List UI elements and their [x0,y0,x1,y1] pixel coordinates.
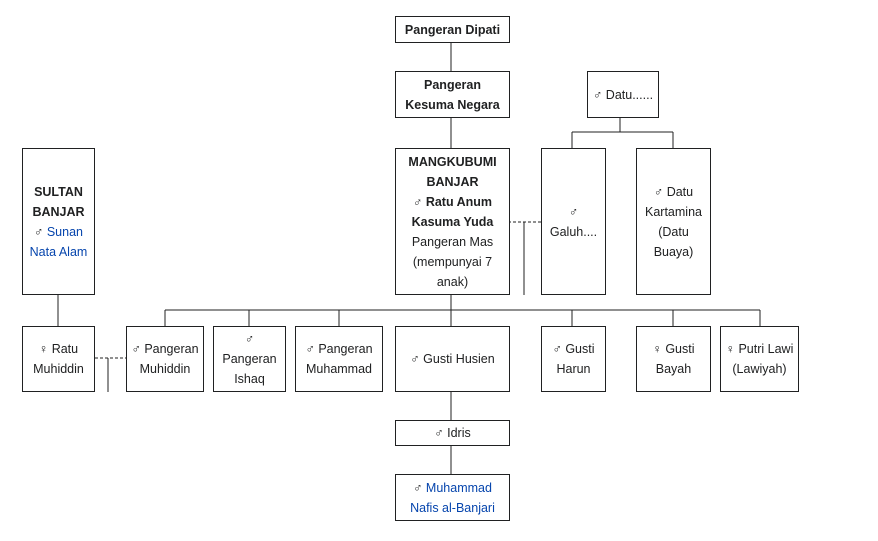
node-idris: ♂ Idris [395,420,510,446]
node-pangeran-ishaq: ♂ Pangeran Ishaq [213,326,286,392]
male-symbol-icon: ♂ [592,87,603,102]
node-ratu-muhiddin: ♀ Ratu Muhiddin [22,326,95,392]
node-label: ♂ Gusti Husien [410,352,495,366]
nafis-al-banjari-link[interactable]: Nafis al-Banjari [410,500,495,515]
node-label-line: ♀ Gusti [652,342,695,356]
node-label-line: Kesuma Negara [405,97,500,112]
node-label-line: Muhammad [306,362,372,376]
node-label-line: ♂ Pangeran [131,342,199,356]
node-label: Pangeran Dipati [404,22,501,37]
sunan-link[interactable]: Sunan [46,224,83,239]
male-symbol-icon: ♂ [568,204,579,219]
node-gusti-bayah: ♀ Gusti Bayah [636,326,711,392]
node-galuh: ♂ Galuh.... [541,148,606,295]
node-pangeran-muhammad: ♂ Pangeran Muhammad [295,326,383,392]
node-title: BANJAR [426,174,479,189]
node-label-line: (Lawiyah) [732,362,787,376]
node-gusti-husien: ♂ Gusti Husien [395,326,510,392]
male-symbol-icon: ♂ [244,332,255,346]
node-datu-top: ♂ Datu...... [587,71,659,118]
node-title: BANJAR [32,204,85,219]
node-label-line: Pangeran [222,352,277,366]
node-label-line: Muhiddin [33,362,84,376]
node-subtitle: Pangeran Mas [411,234,494,249]
node-label-line: (Datu [658,224,689,239]
node-label-line: ♀ Putri Lawi [725,342,794,356]
node-note: anak) [436,274,469,289]
node-title: SULTAN [34,184,83,199]
muhammad-link[interactable]: Muhammad [425,480,492,495]
node-mangkubumi-banjar: MANGKUBUMI BANJAR ♂ Ratu Anum Kasuma Yud… [395,148,510,295]
node-putri-lawi: ♀ Putri Lawi (Lawiyah) [720,326,799,392]
node-label-line: ♂ Gusti [552,342,595,356]
node-note: (mempunyai 7 [412,254,493,269]
node-sultan-banjar: SULTAN BANJAR ♂ Sunan Nata Alam [22,148,95,295]
node-pangeran-dipati: Pangeran Dipati [395,16,510,43]
node-label-line: Bayah [655,362,692,376]
node-label-line: Muhiddin [139,362,191,376]
node-datu-kartamina: ♂ Datu Kartamina (Datu Buaya) [636,148,711,295]
node-muhammad-nafis: ♂ Muhammad Nafis al-Banjari [395,474,510,521]
node-label-line: ♂ Pangeran [305,342,373,356]
node-label-line: Ishaq [234,372,265,386]
node-title: MANGKUBUMI [408,154,497,169]
node-name: ♂ Ratu Anum [412,194,493,209]
node-label: ♂ Idris [434,426,471,440]
node-label-line: Buaya) [653,244,694,259]
node-pangeran-muhiddin: ♂ Pangeran Muhiddin [126,326,204,392]
male-symbol-icon: ♂ [413,480,423,495]
node-name: Kasuma Yuda [411,214,494,229]
node-label-line: Kartamina [645,204,702,219]
node-pangeran-kesuma-negara: Pangeran Kesuma Negara [395,71,510,118]
nata-alam-link[interactable]: Nata Alam [29,244,88,259]
node-label-line: ♀ Ratu [38,342,79,356]
node-label: Datu...... [605,87,654,102]
node-gusti-harun: ♂ Gusti Harun [541,326,606,392]
node-label-line: ♂ Datu [653,184,694,199]
node-label-line: Harun [556,362,591,376]
male-symbol-icon: ♂ [33,224,44,239]
node-label: Galuh.... [549,224,598,239]
node-label-line: Pangeran [424,77,481,92]
